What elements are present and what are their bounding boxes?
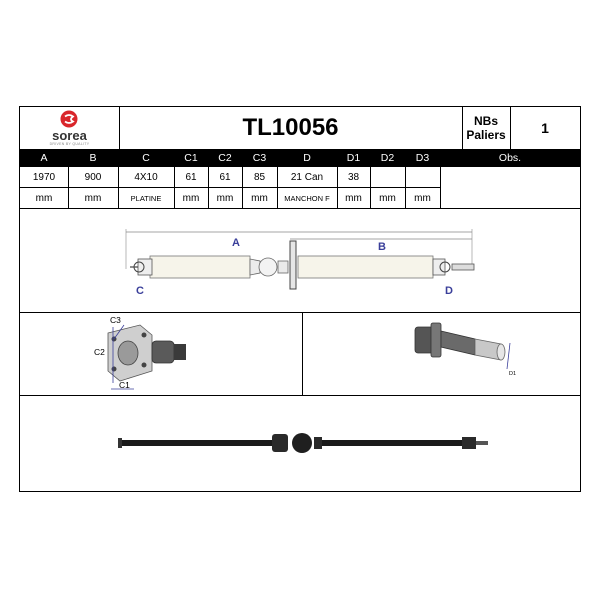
value-c: 4X10: [134, 171, 158, 183]
shaft-end-detail: D1: [303, 313, 580, 395]
table-header-row: A B C C1 C2 C3 D D1 D2 D3 Obs.: [20, 149, 580, 167]
bearings-label-line1: NBs: [473, 114, 498, 128]
unit-c1: mm: [182, 192, 200, 204]
dimension-diagram: A B C D: [20, 209, 580, 312]
unit-obs: [440, 188, 580, 208]
unit-c3: mm: [251, 192, 268, 204]
header-c2: C2: [218, 152, 232, 164]
unit-d1: mm: [345, 192, 362, 204]
header-d: D: [303, 152, 311, 164]
value-obs: [440, 167, 580, 187]
bearings-label-line2: Paliers: [466, 128, 506, 142]
product-reference: TL10056: [242, 114, 339, 141]
label-c2: C2: [94, 347, 105, 357]
shaft-photo: [20, 396, 580, 491]
header-d1: D1: [346, 152, 361, 164]
header-c: C: [142, 152, 150, 164]
label-c3: C3: [110, 315, 121, 325]
label-b: B: [378, 241, 386, 253]
table-units-row: mm mm PLATINE mm mm mm MANCHON F mm mm m…: [20, 188, 580, 208]
header-d3: D3: [415, 152, 430, 164]
value-c2: 61: [219, 171, 231, 183]
unit-d2: mm: [379, 192, 396, 204]
label-d1: D1: [509, 371, 517, 377]
unit-a: mm: [35, 192, 53, 204]
unit-d: MANCHON F: [284, 193, 330, 203]
label-a: A: [232, 237, 240, 249]
unit-d3: mm: [414, 192, 431, 204]
label-c1: C1: [119, 380, 130, 390]
header-c3: C3: [252, 152, 267, 164]
value-d2: [370, 167, 405, 187]
bearings-value: 1: [541, 120, 549, 136]
header-c1: C1: [184, 152, 198, 164]
logo-wordmark: sorea: [52, 128, 87, 143]
value-d: 21 Can: [290, 171, 324, 183]
unit-c: PLATINE: [130, 193, 162, 203]
flange-detail: C3 C2 C1: [20, 313, 302, 395]
logo-tagline: DRIVEN BY QUALITY: [49, 142, 90, 146]
header-b: B: [89, 152, 97, 164]
value-c1: 61: [185, 171, 197, 183]
header-d2: D2: [380, 152, 395, 164]
product-sheet: sorea DRIVEN BY QUALITY TL10056 NBs Pali…: [19, 106, 581, 492]
value-c3: 85: [253, 171, 266, 183]
header-obs: Obs.: [498, 152, 522, 164]
unit-c2: mm: [216, 192, 234, 204]
value-b: 900: [84, 171, 102, 183]
bearings-label: NBs Paliers: [462, 107, 510, 149]
label-d: D: [445, 285, 453, 297]
value-d1: 38: [347, 171, 360, 183]
brand-logo: sorea DRIVEN BY QUALITY: [20, 107, 119, 149]
table-values-row: 1970 900 4X10 61 61 85 21 Can 38: [20, 167, 580, 187]
label-c: C: [136, 285, 144, 297]
header-a: A: [40, 152, 48, 164]
unit-b: mm: [84, 192, 102, 204]
value-a: 1970: [32, 171, 56, 183]
value-d3: [405, 167, 440, 187]
